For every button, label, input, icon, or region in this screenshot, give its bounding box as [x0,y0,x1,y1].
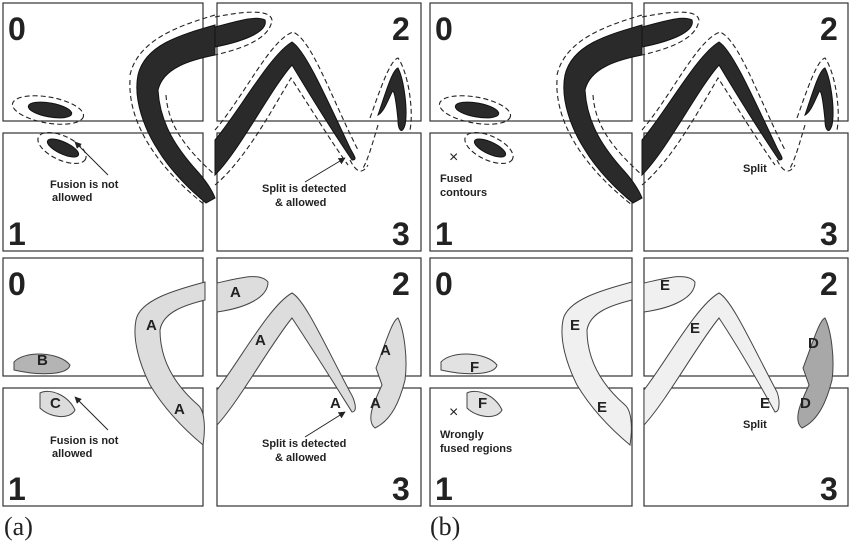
quadrant-number-0: 0 [435,266,453,302]
region-letter: A [230,284,241,301]
region-letter: E [760,395,770,412]
quadrant-number-3: 3 [820,216,838,252]
region-letter: E [660,277,670,294]
annotation-wrongly-line2: fused regions [440,443,512,455]
quadrant-number-3: 3 [392,471,410,507]
quadrant-number-0: 0 [8,11,26,47]
region-letter: E [597,399,607,416]
quadrant-number-2: 2 [820,11,838,47]
region-letter: A [380,342,391,359]
annotation-split: Split [743,163,767,175]
annotation-arrow [74,396,109,431]
cross-mark: × [449,149,458,166]
annotation-fusion-line2: allowed [52,192,92,204]
annotation-fused-line1: Fused [440,173,472,185]
annotation-split-line1: Split is detected [262,438,346,450]
region-letter: C [50,395,61,412]
panel-a-bottom: A A A A A A A B C 0 1 2 3 Fusion is not … [2,257,422,507]
contour-shapes-b [436,11,839,206]
quadrant-number-3: 3 [820,471,838,507]
panel-a-top: 0 1 2 3 Fusion is not allowed Split is d… [2,2,422,252]
quadrant-number-3: 3 [392,216,410,252]
quadrant-number-1: 1 [8,216,26,252]
region-letter: D [808,335,819,352]
annotation-split: Split [743,419,767,431]
quadrant-number-0: 0 [8,266,26,302]
panel-b-top: 0 1 2 3 × Fused contours Split [429,2,849,252]
panel-label-b: (b) [430,512,461,541]
quadrant-number-1: 1 [8,471,26,507]
region-letter: A [370,395,381,412]
region-letter: B [37,352,48,369]
region-letter: A [330,395,341,412]
annotation-fusion-line1: Fusion is not [50,435,119,447]
annotation-wrongly-line1: Wrongly [440,429,485,441]
quadrant-number-1: 1 [435,471,453,507]
annotation-split-line2: & allowed [275,452,326,464]
annotation-arrow [304,411,346,438]
contour-shapes-a [9,11,412,206]
region-letter: A [174,401,185,418]
panel-b-bottom: E E E E E D D F F 0 1 2 3 × Wrongly fuse… [429,257,849,507]
annotation-arrow [304,157,346,183]
annotation-fusion-line1: Fusion is not [50,179,119,191]
region-letter: F [478,395,487,412]
annotation-split-line2: & allowed [275,197,326,209]
region-letter: E [690,320,700,337]
quadrant-number-1: 1 [435,216,453,252]
quadrant-number-2: 2 [820,266,838,302]
region-letter: E [570,317,580,334]
region-letter: A [146,317,157,334]
annotation-fusion-line2: allowed [52,448,92,460]
panel-label-a: (a) [4,512,33,541]
cross-mark: × [449,404,458,421]
quadrant-number-2: 2 [392,11,410,47]
quadrant-number-2: 2 [392,266,410,302]
annotation-fused-line2: contours [440,187,487,199]
quadrant-number-0: 0 [435,11,453,47]
region-letter: A [255,332,266,349]
region-letter: D [800,395,811,412]
annotation-split-line1: Split is detected [262,183,346,195]
region-letter: F [470,359,479,376]
annotation-arrow [74,141,109,176]
